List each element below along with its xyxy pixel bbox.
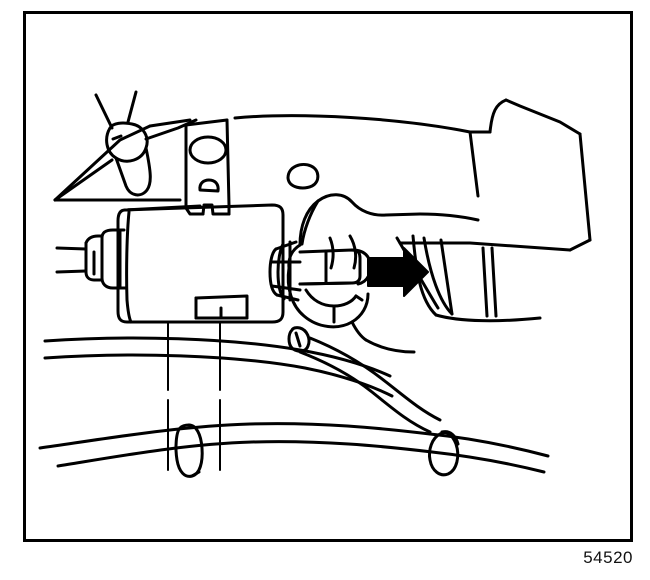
figure-number-caption: 54520 (583, 548, 633, 567)
illustration-frame (23, 11, 633, 542)
